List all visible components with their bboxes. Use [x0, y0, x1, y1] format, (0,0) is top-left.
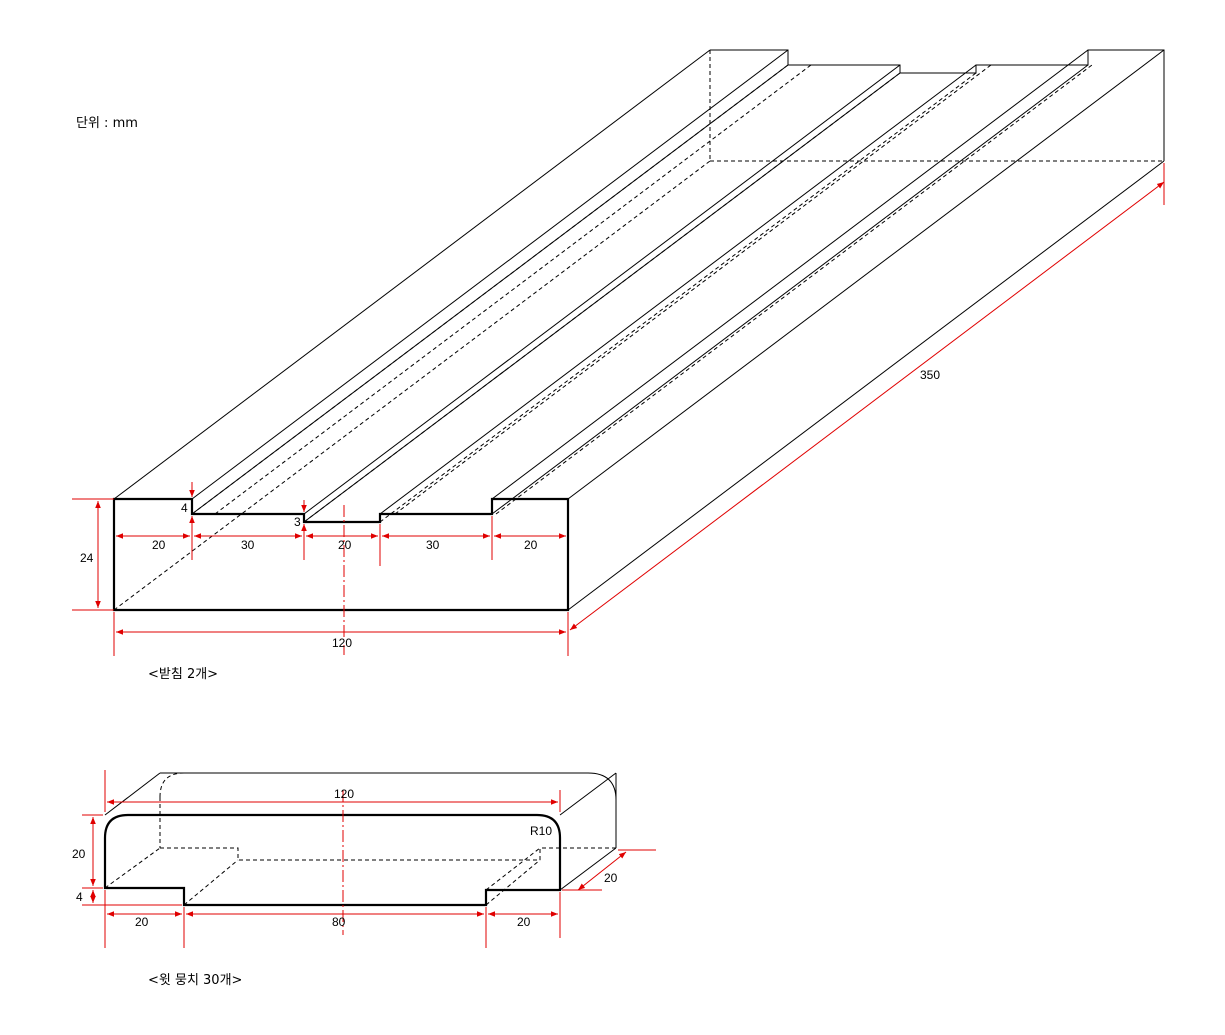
weight-drawing: 120 R10 20 4 20 80 20 20 <윗 뭉치 30개> — [72, 770, 656, 988]
tray-edge-step2b — [491, 49, 1089, 500]
tray-dim-length-line — [569, 181, 1165, 631]
tray-dim-length: 350 — [920, 368, 940, 382]
tray-hidden-mid-c — [394, 64, 992, 515]
weight-dim-radius: R10 — [530, 824, 552, 838]
weight-dim-seg-mid: 80 — [332, 915, 346, 929]
weight-front-face — [103, 813, 562, 907]
tray-front-face — [112, 497, 570, 612]
weight-dim-depth: 20 — [604, 871, 618, 885]
weight-dim-seg-left: 20 — [135, 915, 149, 929]
weight-dim-seg-right: 20 — [517, 915, 531, 929]
weight-dim-height: 20 — [72, 847, 86, 861]
tray-dim-step-depth: 4 — [181, 501, 188, 515]
weight-dim-width: 120 — [334, 787, 354, 801]
tray-edge-right-bottom — [567, 160, 1165, 611]
tray-dim-height: 24 — [80, 551, 94, 565]
tray-edge-step1 — [191, 49, 789, 500]
tray-dim-seg5: 20 — [524, 538, 538, 552]
tray-edge-left-top — [113, 49, 711, 500]
weight-dim-step-depth: 4 — [76, 890, 83, 904]
tray-hidden-groove-r — [379, 72, 977, 523]
tray-edge-step2 — [491, 64, 1089, 515]
tray-back-top-edge — [710, 49, 1165, 161]
weight-dim-depth-line — [577, 851, 627, 891]
weight-edge-top-right — [559, 772, 617, 816]
tray-hidden-bottom-left — [113, 160, 711, 611]
tray-hidden-mid-b — [214, 64, 812, 515]
unit-label: 단위 : mm — [76, 116, 138, 131]
weight-back-hidden-left — [159, 772, 185, 848]
tray-dim-width: 120 — [332, 636, 352, 650]
tray-dim-seg2: 30 — [241, 538, 255, 552]
tray-dim-seg4: 30 — [426, 538, 440, 552]
tray-edge-groove-left — [303, 64, 901, 515]
weight-caption: <윗 뭉치 30개> — [148, 973, 242, 988]
tray-dim-seg3: 20 — [338, 538, 352, 552]
tray-dim-groove-depth: 3 — [294, 515, 301, 529]
tray-dim-seg1: 20 — [152, 538, 166, 552]
tray-edge-right-top — [567, 49, 1165, 500]
tray-hidden-mid-d — [495, 64, 1093, 515]
weight-hidden-bottom-left — [104, 847, 161, 889]
weight-back-right-corner — [587, 772, 617, 848]
weight-hidden-recess — [160, 847, 616, 906]
weight-edge-top-left — [104, 772, 161, 816]
tray-hidden-mid-a — [191, 64, 789, 515]
tray-drawing: 24 4 3 20 30 20 30 20 120 350 <받침 2개> — [72, 49, 1165, 682]
tray-caption: <받침 2개> — [148, 667, 218, 682]
